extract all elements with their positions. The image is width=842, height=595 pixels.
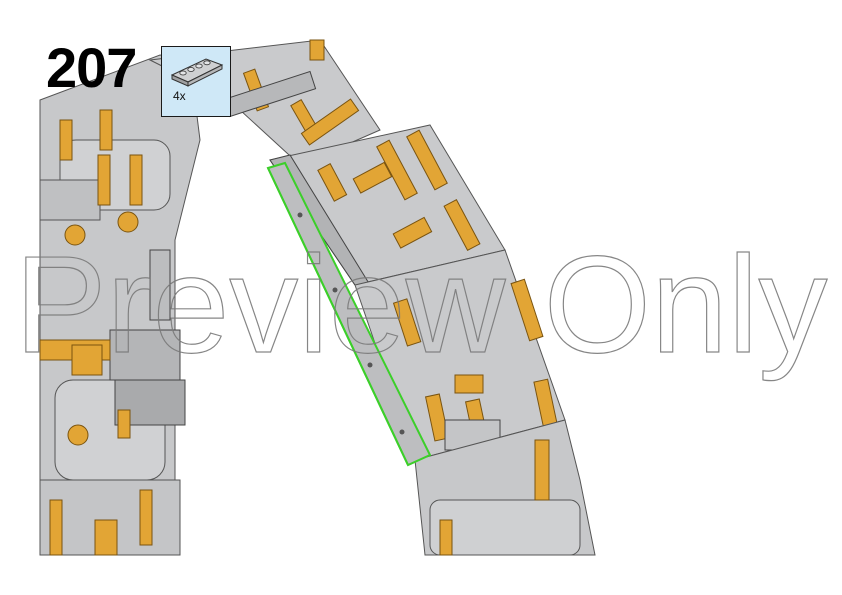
highlighted-new-plates — [266, 161, 432, 467]
ring-left-section — [39, 54, 201, 556]
ring-bottom-right-segment — [414, 419, 596, 556]
plate-1x4-icon — [170, 58, 224, 87]
step-number: 207 — [46, 36, 137, 99]
parts-callout: 4x — [161, 46, 231, 117]
part-quantity: 4x — [173, 89, 186, 103]
ring-upper-right-segment — [269, 124, 506, 286]
